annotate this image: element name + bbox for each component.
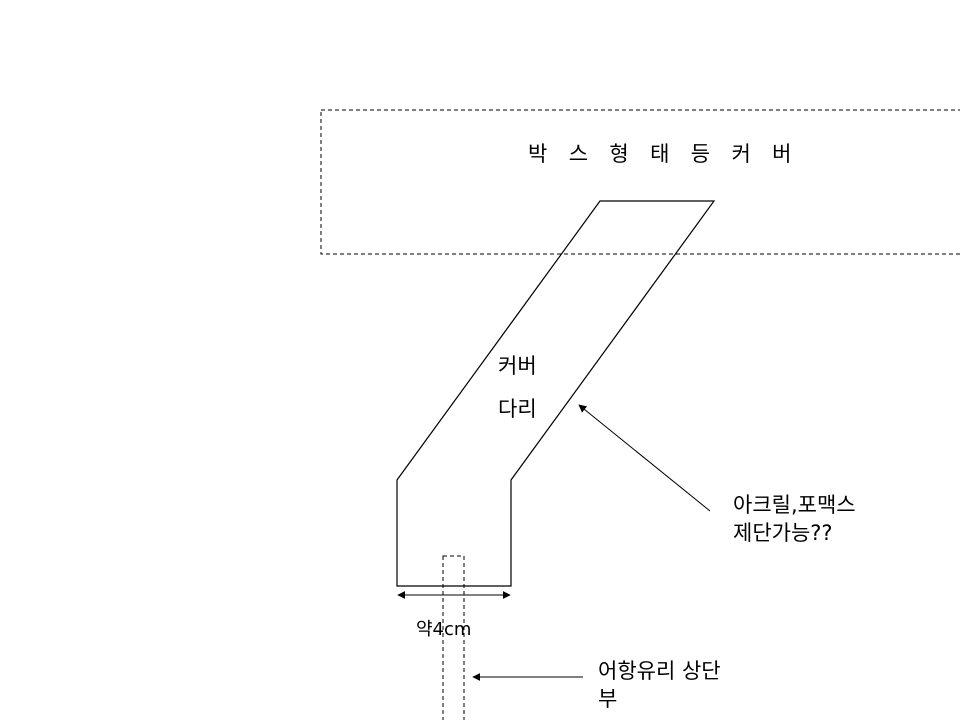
width-label: 약4cm xyxy=(416,619,472,640)
cover-label: 커버 xyxy=(498,354,537,378)
leg-label: 다리 xyxy=(498,397,537,421)
tank-glass-outline xyxy=(442,555,465,720)
tank-note-line2: 부 xyxy=(598,687,618,711)
material-note-line1: 아크릴,포맥스 xyxy=(733,493,856,517)
material-note-line2: 제단가능?? xyxy=(733,521,833,545)
box-cover-label: 박 스 형 태 등 커 버 xyxy=(528,142,799,166)
tank-note-line1: 어항유리 상단 xyxy=(598,659,721,683)
tank-note: 어항유리 상단 부 xyxy=(598,657,721,713)
box-cover-outline xyxy=(320,109,960,255)
material-pointer-arrow xyxy=(578,404,711,512)
material-note: 아크릴,포맥스 제단가능?? xyxy=(733,491,856,547)
cover-leg-outline xyxy=(396,200,716,587)
